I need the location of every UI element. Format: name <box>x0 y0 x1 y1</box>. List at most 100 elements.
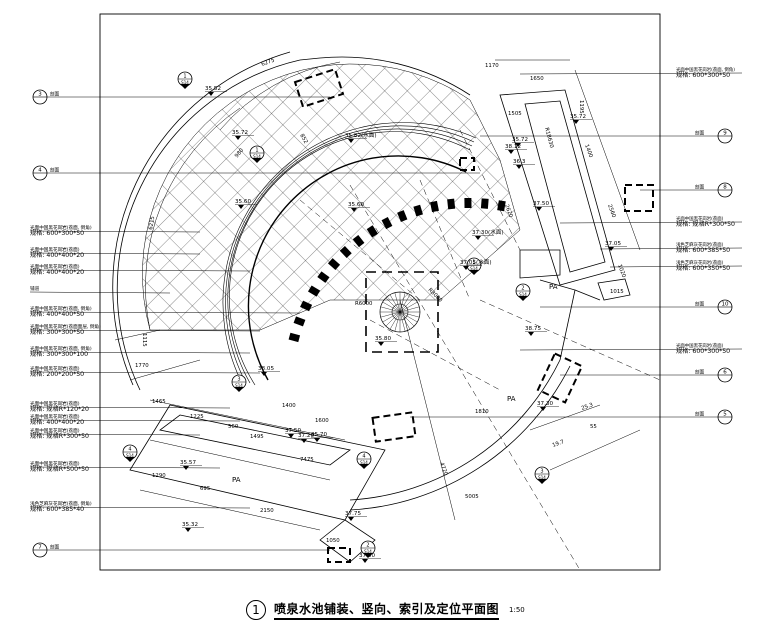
area-label: PA <box>507 395 516 403</box>
right-note-line1: 光面中国黑花岗岩(荔面, 倒角) <box>676 66 735 73</box>
index-tag-sheet: S14 <box>235 383 243 388</box>
section-number: 9 <box>723 131 727 137</box>
index-tag-sheet: S14 <box>519 292 527 297</box>
elevation-marker <box>185 528 191 532</box>
elevation-label: 35.60 <box>235 199 251 205</box>
drawing-title: 喷泉水池铺装、竖向、索引及定位平面图 <box>274 600 500 620</box>
dimension-label: 1020 <box>616 264 627 279</box>
left-note-line1: 铺道 <box>30 285 40 292</box>
left-note-line1: 光面中国黑花岗岩(荔面, 倒角) <box>30 224 92 231</box>
dimension-label: 6275 <box>261 58 276 68</box>
right-leader <box>609 265 743 268</box>
elevation-marker <box>261 372 267 376</box>
dark-stone-row <box>288 197 506 343</box>
index-tag-number: 4 <box>362 454 365 460</box>
left-note-line2: 规格: 600*300*50 <box>30 229 84 237</box>
elevation-marker <box>516 165 522 169</box>
dashed-reference-lines <box>299 129 661 571</box>
left-material-notes: 光面中国黑花岗岩(荔面, 倒角)规格: 600*300*50光面中国黑花岗岩(荔… <box>30 224 101 513</box>
right-note-line2: 规格: 600*385*50 <box>676 246 730 254</box>
dark-stone <box>480 198 489 209</box>
index-tag-sheet: S14 <box>470 266 478 271</box>
elevation-marker <box>208 92 214 96</box>
dimension-label: 1015 <box>610 289 624 295</box>
left-leader <box>29 351 251 354</box>
dimension-lines <box>114 59 641 531</box>
right-leader <box>519 348 743 351</box>
left-note-line2: 规格: 200*200*50 <box>30 370 84 378</box>
dark-stone <box>317 271 330 283</box>
left-leader <box>29 329 261 332</box>
elevation-label: 37.00 <box>359 553 375 559</box>
left-leader <box>29 291 171 294</box>
dark-stone <box>447 198 456 210</box>
elevation-label: 35.82(水面) <box>345 131 377 139</box>
dark-stone <box>413 204 423 217</box>
dimension-label: 1225 <box>190 414 204 420</box>
dimension-label: 560 <box>228 424 239 430</box>
dimension-label: 1400 <box>282 403 296 409</box>
dimension-label: 695 <box>200 486 210 492</box>
elevation-label: 37.50 <box>285 428 301 434</box>
area-label: PA <box>232 476 241 484</box>
pool-edge-band <box>349 279 601 511</box>
left-note-line1: 光面中国黑花岗岩(荔面面层, 倒角) <box>30 323 101 330</box>
right-note-line1: 光面中国黑花岗岩(荔面) <box>676 342 724 349</box>
elevation-marker <box>351 208 357 212</box>
right-note-line2: 规格: 600*300*50 <box>676 347 730 355</box>
bench-outlines <box>293 67 654 563</box>
right-leader <box>599 247 743 250</box>
elevation-marker <box>362 559 368 563</box>
index-tag-sheet: S14 <box>364 549 372 554</box>
dimension-label: 1170 <box>485 63 499 69</box>
left-note-line1: 光面中国黑花岗岩(荔面, 倒角) <box>30 345 92 352</box>
right-leader <box>519 72 743 75</box>
dimension-label: 1650 <box>530 76 544 82</box>
right-note-line1: 浅色芝麻灰花岗岩(荔面) <box>676 241 724 248</box>
dimension-label: 1400 <box>583 144 594 159</box>
left-note-line2: 规格: 400*400*20 <box>30 268 84 276</box>
dimension-label: 1195 <box>578 100 584 114</box>
elevation-label: 37.75 <box>345 511 361 517</box>
outer-boundary <box>112 51 471 391</box>
dimension-label: 980 <box>234 147 246 159</box>
elevation-label: 37.30(水面) <box>472 228 504 236</box>
elevation-marker <box>528 332 534 336</box>
elevation-label: 37.50 <box>533 201 549 207</box>
left-note-line2: 规格: 400*400*50 <box>30 310 84 318</box>
area-label: PA <box>549 283 558 291</box>
elevation-label: 35.72 <box>232 130 248 136</box>
dimension-label: 1770 <box>135 363 149 369</box>
dark-stone <box>381 216 393 230</box>
elevation-label: 35.32 <box>182 522 198 528</box>
drawing-scale: 1:50 <box>509 606 525 614</box>
index-tag-number: 1 <box>183 74 186 80</box>
dimension-label: 2150 <box>260 508 274 514</box>
dimension-label: 1600 <box>315 418 329 424</box>
dimension-label: 5005 <box>465 494 479 500</box>
left-note-line2: 规格: 600*385*40 <box>30 505 84 513</box>
right-leader-lines <box>519 72 743 351</box>
right-note-line2: 规格: 规格R*300*50 <box>676 220 735 228</box>
dimension-label: 1465 <box>152 399 166 405</box>
left-note-line1: 光面中国黑花岗岩(荔面) <box>30 400 80 407</box>
dimension-label: 1495 <box>250 434 264 440</box>
left-note-line1: 光面中国黑花岗岩(荔面) <box>30 263 80 270</box>
dark-stone <box>288 332 301 343</box>
elevation-label: 38.12 <box>505 144 521 150</box>
elevation-label: 37.30 <box>537 401 553 407</box>
elevation-label: 38.75 <box>525 326 541 332</box>
right-material-notes: 光面中国黑花岗岩(荔面, 倒角) 规格: 600*300*50光面中国黑花岗岩(荔… <box>676 66 735 355</box>
left-note-line1: 光面中国黑花岗岩(荔面) <box>30 246 80 253</box>
left-leader <box>29 406 231 409</box>
dark-stone <box>497 200 506 212</box>
elevation-label: 38.05 <box>258 366 274 372</box>
elevation-label: 37.05(水面) <box>460 258 492 266</box>
elevation-label: 35.72 <box>570 114 586 120</box>
left-note-line1: 光面中国黑花岗岩(荔面) <box>30 413 80 420</box>
index-tag-number: 1 <box>472 260 475 266</box>
left-note-line1: 光面中国黑花岗岩(荔面, 倒角) <box>30 305 92 312</box>
left-leader <box>29 311 301 314</box>
section-ref: 剖面 <box>50 167 60 174</box>
dark-stone <box>464 197 472 209</box>
